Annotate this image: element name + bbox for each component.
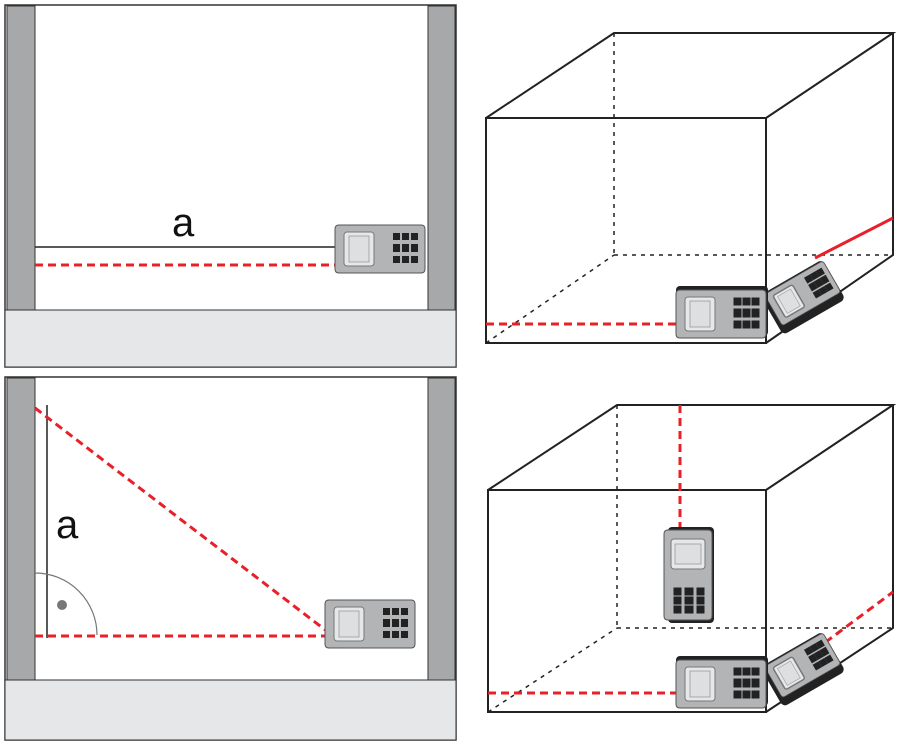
panel-height-pythagoras: a [4,376,457,741]
right-angle-arc [34,572,98,636]
right-angle-dot [57,600,67,610]
laser-meter-device-front [675,656,768,709]
floor [4,309,457,368]
floor [4,679,457,741]
laser-meter-device-side [761,632,844,706]
laser-meter-device-side [761,260,844,334]
left-wall [6,377,36,681]
left-wall [6,5,36,311]
laser-meter-device [334,224,426,274]
laser-beam [814,590,894,652]
distance-label: a [172,201,195,245]
right-wall [427,5,456,311]
panel-horizontal-distance: a [4,4,457,368]
laser-beam [814,216,894,260]
laser-meter-device-upright [663,527,714,623]
laser-meter-device-front [675,286,768,339]
right-wall [427,377,456,681]
height-label: a [56,503,79,547]
laser-meter-device [324,599,416,649]
room-cube-area [485,32,897,344]
room-cube-volume [487,404,897,713]
laser-beam-diagonal [34,406,329,634]
